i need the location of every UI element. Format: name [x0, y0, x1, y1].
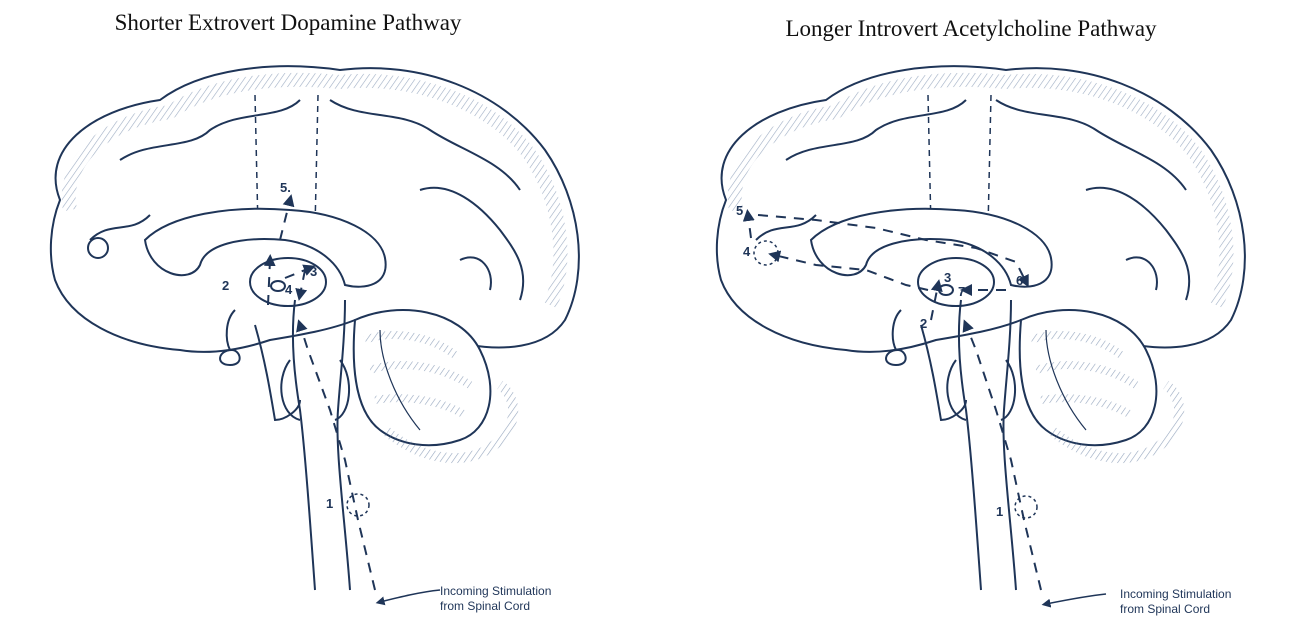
label-4: 4 — [743, 244, 751, 259]
label-3: 3 — [944, 270, 951, 285]
label-7: 7 — [958, 284, 965, 299]
panel-introvert: Longer Introvert Acetylcholine Pathway — [666, 0, 1293, 630]
brainstem — [957, 299, 1017, 591]
label-4: 4 — [285, 282, 293, 297]
caption-line-1: Incoming Stimulation — [440, 584, 551, 598]
label-5: 5 — [736, 203, 743, 218]
panel-extrovert: Shorter Extrovert Dopamine Pathway — [0, 0, 646, 630]
brain-diagram-introvert: 1 2 3 4 5 6 7 Incoming Stimulation from … — [715, 65, 1246, 616]
label-2: 2 — [222, 278, 229, 293]
panel-title: Shorter Extrovert Dopamine Pathway — [114, 10, 462, 35]
corpus-callosum — [143, 207, 387, 288]
brain-diagram-extrovert: 1 2 3 4 5. Incoming Stimulation from Spi… — [49, 65, 580, 613]
caption-line-2: from Spinal Cord — [1120, 602, 1210, 616]
label-2: 2 — [920, 316, 927, 331]
label-1: 1 — [326, 496, 333, 511]
label-3: 3 — [310, 264, 317, 279]
caption-line-2: from Spinal Cord — [440, 599, 530, 613]
brain-outline — [715, 65, 1246, 353]
thalamus — [917, 257, 995, 307]
panel-title: Longer Introvert Acetylcholine Pathway — [785, 16, 1157, 41]
brainstem — [291, 299, 351, 591]
label-1: 1 — [996, 504, 1003, 519]
label-5: 5. — [280, 180, 291, 195]
label-6: 6 — [1016, 273, 1023, 288]
caption-line-1: Incoming Stimulation — [1120, 587, 1231, 601]
